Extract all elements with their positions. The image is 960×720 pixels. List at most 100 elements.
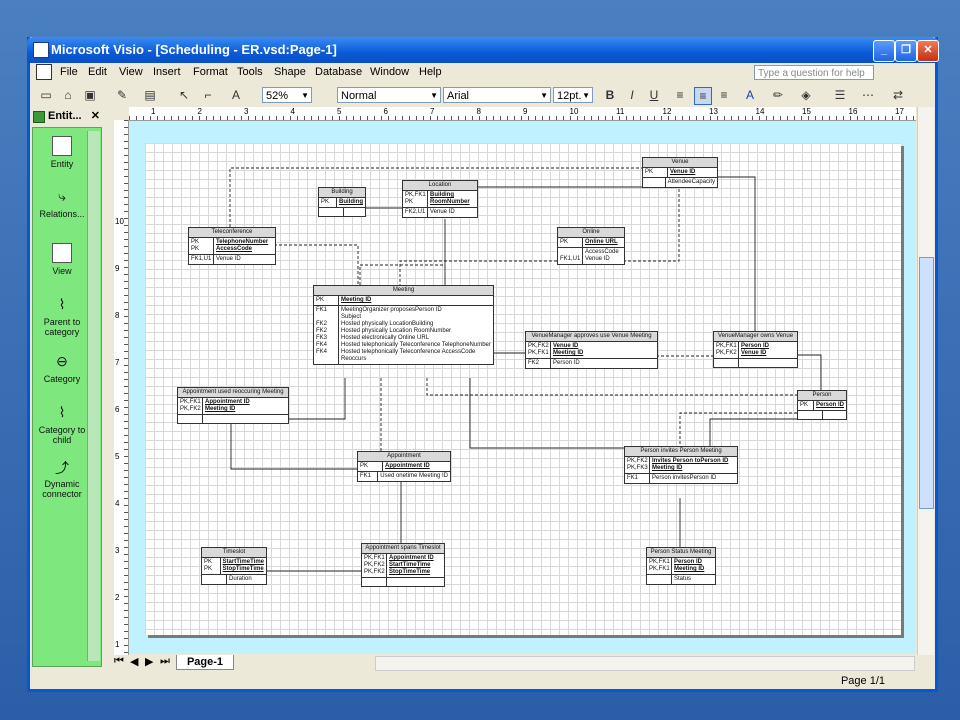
relationship-line[interactable] <box>716 176 756 331</box>
relationship-line[interactable] <box>287 378 346 420</box>
save-icon[interactable]: ▣ <box>84 88 96 102</box>
menu-tools[interactable]: Tools <box>237 66 263 78</box>
shape-entity[interactable]: Entity <box>33 136 91 169</box>
bold-button[interactable]: B <box>605 88 615 102</box>
style-select[interactable]: Normal▼ <box>337 87 441 103</box>
vertical-scrollbar[interactable] <box>917 107 934 655</box>
menu-window[interactable]: Window <box>370 66 410 78</box>
relationship-line[interactable] <box>709 418 797 446</box>
align-right-icon[interactable]: ≡ <box>720 88 728 102</box>
menu-view[interactable]: View <box>119 66 143 78</box>
scroll-thumb[interactable] <box>919 257 934 509</box>
menu-shape[interactable]: Shape <box>274 66 306 78</box>
relationship-line[interactable] <box>796 354 822 390</box>
line-weight-icon[interactable]: ☰ <box>834 88 846 102</box>
shape-relationship[interactable]: ⤷Relations... <box>33 188 91 219</box>
line-pattern-icon[interactable]: ⋯ <box>862 88 874 102</box>
stencil-icon[interactable]: ▤ <box>144 88 156 102</box>
stencil-close-icon[interactable]: ✕ <box>90 110 100 122</box>
line-ends-icon[interactable]: ⇄ <box>892 88 904 102</box>
relationship-line[interactable] <box>359 264 445 285</box>
line-color-icon[interactable]: ✏ <box>772 88 784 102</box>
font-select[interactable]: Arial▼ <box>443 87 551 103</box>
relationship-line[interactable] <box>426 378 797 396</box>
menu-insert[interactable]: Insert <box>153 66 181 78</box>
shape-dynamic-connector[interactable]: ⤴Dynamic connector <box>33 458 91 499</box>
maximize-button[interactable]: ❐ <box>895 40 917 62</box>
last-page-icon[interactable]: ⏭ <box>160 655 170 667</box>
help-search-input[interactable]: Type a question for help <box>754 65 874 80</box>
menu-file[interactable]: File <box>60 66 78 78</box>
format-painter-icon[interactable]: ✎ <box>116 88 128 102</box>
shape-view[interactable]: View <box>33 243 91 276</box>
title-bar[interactable]: Microsoft Visio - [Scheduling - ER.vsd:P… <box>27 37 939 63</box>
menu-edit[interactable]: Edit <box>88 66 107 78</box>
relationship-line[interactable] <box>679 412 797 446</box>
relationship-line[interactable] <box>274 244 359 285</box>
align-center-icon[interactable]: ≡ <box>694 87 712 105</box>
key-cell: FK1,U1 <box>558 248 583 264</box>
next-page-icon[interactable]: ▶ <box>145 656 154 668</box>
shape-parent-to-category[interactable]: ⌇Parent to category <box>33 296 91 337</box>
zoom-value: 52% <box>266 90 289 102</box>
key-cell: PK PK <box>202 558 221 574</box>
stencil-header[interactable]: Entit... ✕ <box>30 107 106 125</box>
close-button[interactable]: ✕ <box>917 40 939 62</box>
horizontal-scrollbar[interactable] <box>375 656 915 671</box>
new-document-icon[interactable]: ▭ <box>40 88 52 102</box>
menu-database[interactable]: Database <box>315 66 363 78</box>
ruler-v-label: 2 <box>115 593 120 602</box>
shape-category-to-child[interactable]: ⌇Category to child <box>33 404 91 445</box>
minimize-button[interactable]: _ <box>873 40 895 62</box>
relationship-line[interactable] <box>623 188 680 262</box>
font-color-button[interactable]: A <box>745 88 754 102</box>
shape-category[interactable]: ⊖Category <box>33 353 91 384</box>
first-page-icon[interactable]: ⏮ <box>114 655 124 667</box>
menu-format[interactable]: Format <box>193 66 228 78</box>
relationship-line[interactable] <box>399 260 557 285</box>
entity-row <box>362 578 444 586</box>
stencil-scrollbar[interactable] <box>87 131 100 661</box>
pointer-tool-icon[interactable]: ↖ <box>178 88 190 102</box>
relationship-line[interactable] <box>230 419 357 470</box>
underline-button[interactable]: U <box>649 88 659 102</box>
fill-color-icon[interactable]: ◈ <box>801 88 811 102</box>
menu-help[interactable]: Help <box>419 66 442 78</box>
font-size-select[interactable]: 12pt.▼ <box>553 87 593 103</box>
key-cell <box>178 415 203 423</box>
italic-button[interactable]: I <box>630 88 634 102</box>
visio-app-icon[interactable] <box>33 42 49 58</box>
zoom-select[interactable]: 52%▼ <box>262 87 312 103</box>
entity-row: Status <box>647 575 715 584</box>
document-icon[interactable] <box>36 64 52 80</box>
sheet-tab-page-1[interactable]: Page-1 <box>176 655 234 670</box>
prev-page-icon[interactable]: ◀ <box>130 656 139 668</box>
connector-tool-icon[interactable]: ⌐ <box>204 88 212 102</box>
relationship-line[interactable] <box>469 378 624 449</box>
align-left-icon[interactable]: ≡ <box>676 88 684 102</box>
open-icon[interactable]: ⌂ <box>64 88 72 102</box>
text-tool-icon[interactable]: A <box>231 88 240 102</box>
key-cell <box>362 578 387 586</box>
